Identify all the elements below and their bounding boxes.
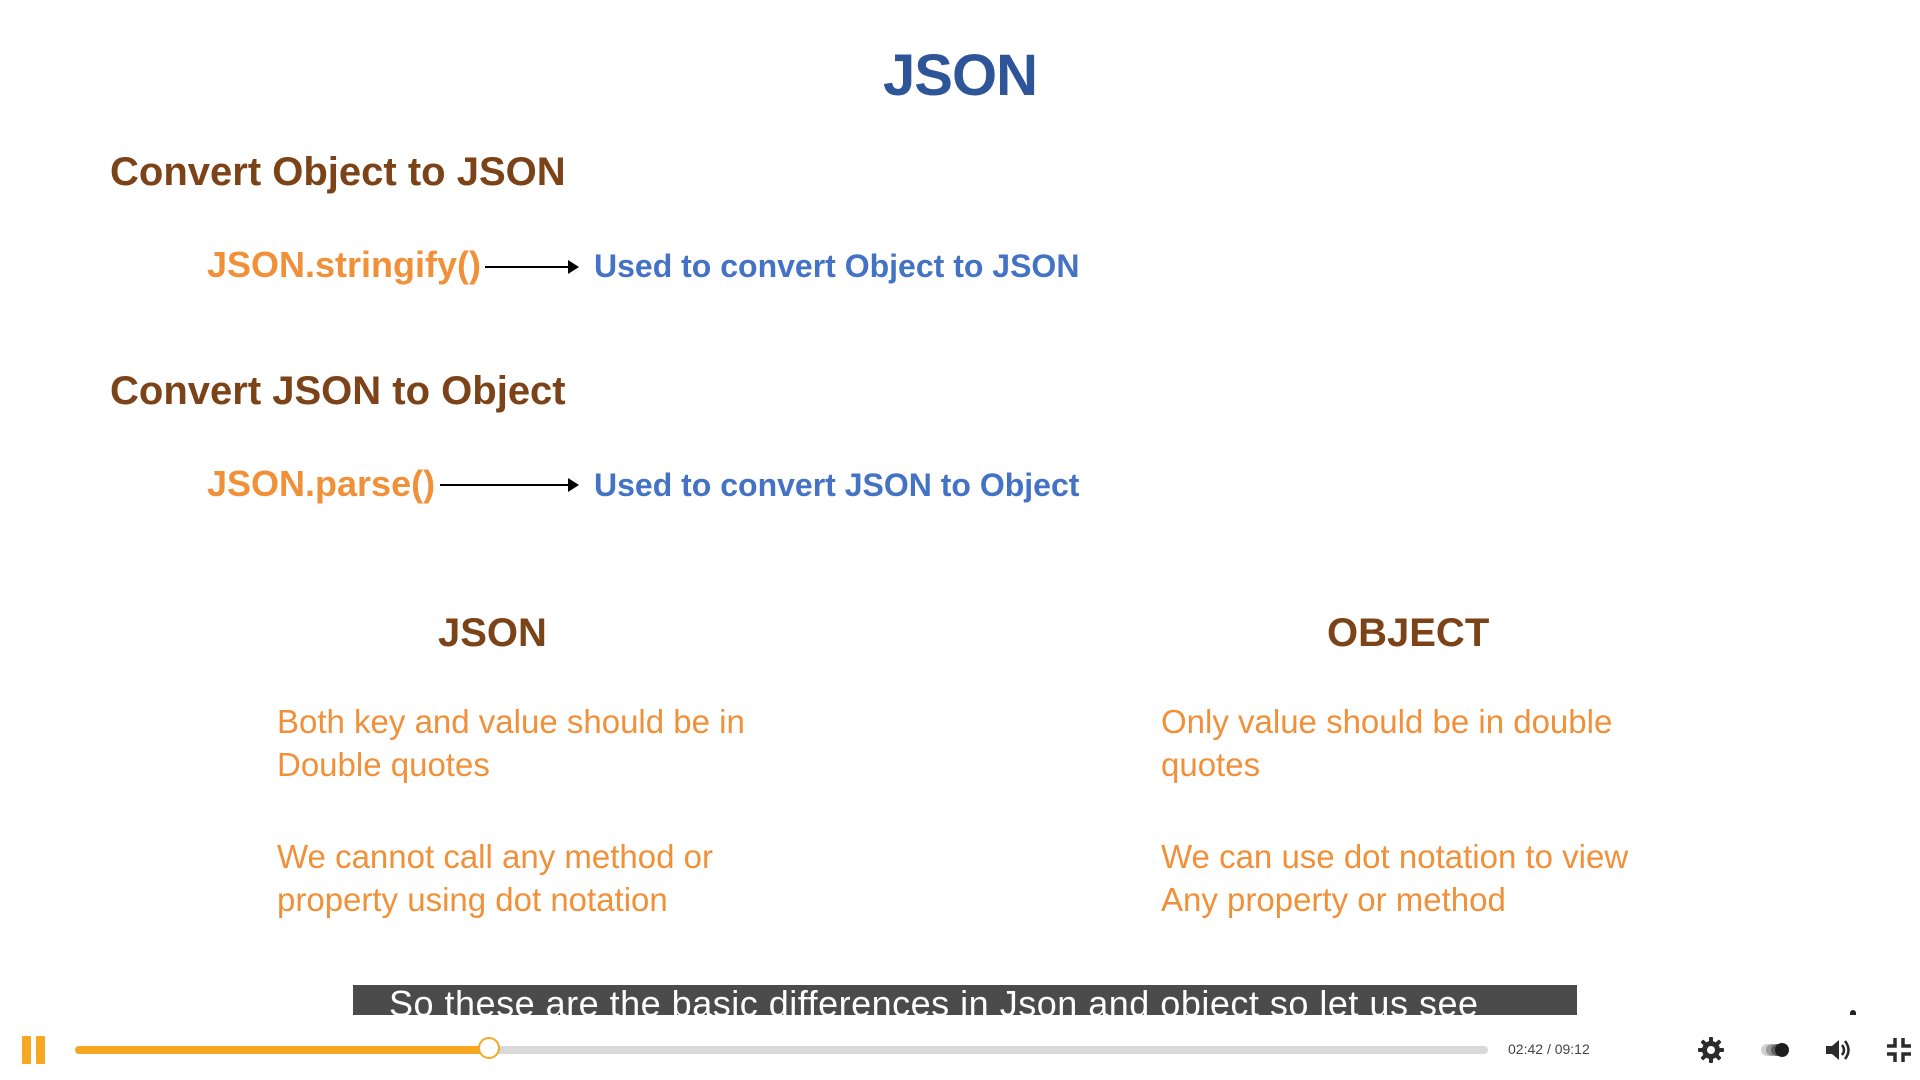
column-heading-object: OBJECT — [1327, 611, 1490, 655]
exit-fullscreen-icon — [1887, 1038, 1911, 1062]
point-line: Only value should be in double — [1161, 703, 1613, 740]
time-display: 02:42 / 09:12 — [1508, 1041, 1590, 1057]
description-stringify: Used to convert Object to JSON — [594, 248, 1080, 284]
arrow-icon — [440, 478, 579, 492]
section-heading-object-to-json: Convert Object to JSON — [110, 150, 566, 194]
point-line: Both key and value should be in — [277, 703, 745, 740]
point-line: We can use dot notation to view — [1161, 838, 1629, 875]
pause-button[interactable] — [22, 1036, 48, 1064]
progress-bar[interactable] — [75, 1037, 1488, 1059]
object-point-1: Only value should be in double quotes — [1161, 700, 1721, 786]
subtitle-caption: So these are the basic differences in Js… — [353, 985, 1577, 1015]
arrow-icon — [485, 260, 579, 274]
description-parse: Used to convert JSON to Object — [594, 467, 1080, 503]
volume-icon — [1826, 1040, 1850, 1060]
method-stringify: JSON.stringify() — [207, 244, 482, 285]
point-line: Any property or method — [1161, 881, 1506, 918]
caption-text: So these are the basic differences in Js… — [389, 985, 1479, 1015]
column-heading-json: JSON — [438, 611, 547, 655]
progress-knob[interactable] — [478, 1037, 500, 1059]
speed-icon — [1761, 1043, 1789, 1057]
point-line: We cannot call any method or — [277, 838, 713, 875]
point-line: property using dot notation — [277, 881, 668, 918]
method-parse: JSON.parse() — [207, 463, 436, 504]
watermark-icon — [1850, 1010, 1856, 1015]
video-controls: 02:42 / 09:12 — [0, 1015, 1920, 1080]
object-point-2: We can use dot notation to view Any prop… — [1161, 835, 1721, 921]
playback-speed-button[interactable] — [1757, 1034, 1789, 1066]
slide: JSON Convert Object to JSON JSON.stringi… — [110, 43, 1856, 1015]
json-point-2: We cannot call any method or property us… — [277, 835, 837, 921]
current-time: 02:42 — [1508, 1041, 1544, 1057]
gear-icon — [1698, 1037, 1724, 1063]
section-heading-json-to-object: Convert JSON to Object — [110, 369, 566, 413]
settings-button[interactable] — [1695, 1034, 1727, 1066]
duration: 09:12 — [1554, 1041, 1590, 1057]
point-line: quotes — [1161, 746, 1261, 783]
point-line: Double quotes — [277, 746, 490, 783]
time-separator: / — [1546, 1041, 1551, 1057]
exit-fullscreen-button[interactable] — [1883, 1034, 1915, 1066]
slide-title: JSON — [883, 43, 1038, 108]
volume-button[interactable] — [1822, 1034, 1854, 1066]
json-point-1: Both key and value should be in Double q… — [277, 700, 837, 786]
progress-fill — [75, 1046, 489, 1054]
